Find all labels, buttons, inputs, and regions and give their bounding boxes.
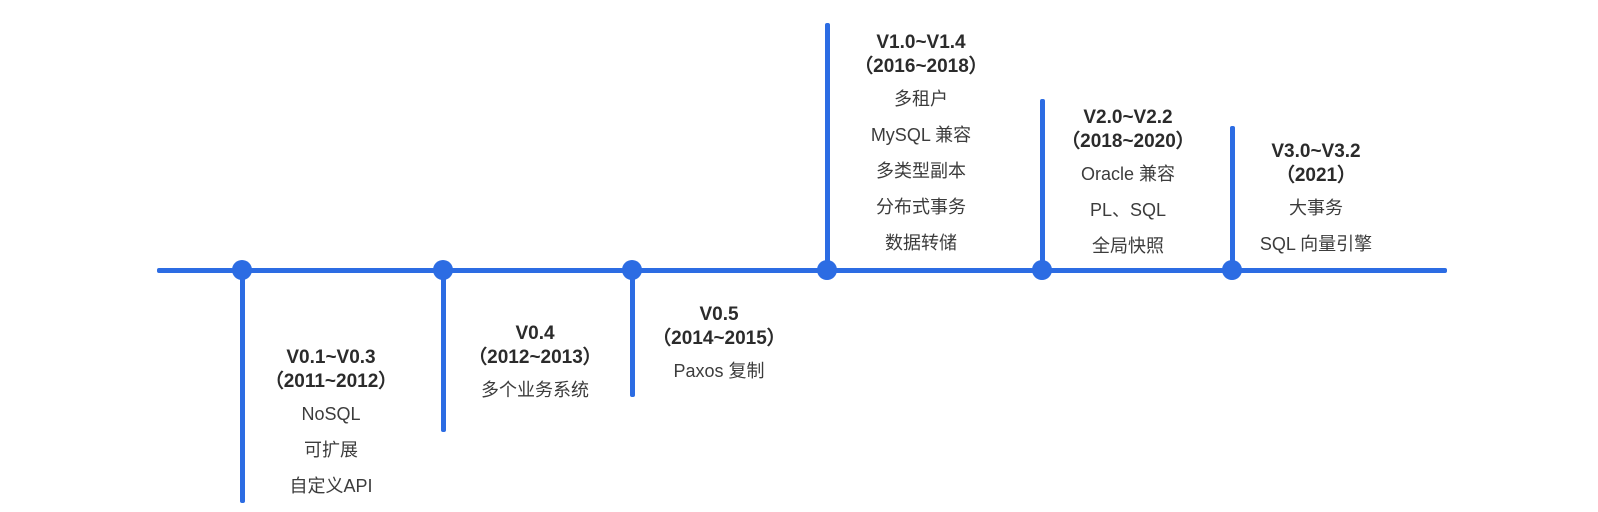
entry-feature: Oracle 兼容 (1080, 164, 1176, 184)
entry-years: （2011~2012） (264, 371, 398, 392)
timeline-node-dot (817, 260, 837, 280)
timeline-stem (1040, 99, 1045, 270)
timeline-entry-v0.4: V0.4 （2012~2013） 多个业务系统 (415, 322, 655, 408)
timeline-stem (825, 23, 830, 270)
timeline-node-dot (1222, 260, 1242, 280)
entry-feature: 大事务 (1289, 198, 1343, 218)
timeline-stem (630, 270, 635, 397)
entry-years: （2018~2020） (1061, 131, 1195, 152)
entry-feature: 多类型副本 (876, 161, 966, 181)
entry-feature: PL、SQL (1089, 200, 1167, 220)
entry-feature: 可扩展 (304, 440, 358, 460)
timeline-entry-v3.0-v3.2: V3.0~V3.2 （2021） 大事务 SQL 向量引擎 (1196, 140, 1436, 262)
entry-feature: 多个业务系统 (481, 380, 589, 400)
entry-years: （2016~2018） (854, 56, 988, 77)
entry-feature: 数据转储 (885, 233, 957, 253)
entry-version: V0.5 (699, 304, 739, 325)
timeline-entry-v2.0-v2.2: V2.0~V2.2 （2018~2020） Oracle 兼容 PL、SQL 全… (1008, 106, 1248, 264)
entry-feature: SQL 向量引擎 (1259, 234, 1373, 254)
timeline-entry-v1.0-v1.4: V1.0~V1.4 （2016~2018） 多租户 MySQL 兼容 多类型副本… (801, 31, 1041, 261)
entry-years: （2014~2015） (652, 328, 786, 349)
entry-feature: 分布式事务 (876, 197, 966, 217)
timeline-node-dot (433, 260, 453, 280)
entry-feature: Paxos 复制 (673, 361, 765, 381)
entry-version: V0.1~V0.3 (286, 347, 376, 368)
entry-feature: 全局快照 (1092, 236, 1164, 256)
timeline-node-dot (622, 260, 642, 280)
timeline-axis (157, 268, 1447, 273)
entry-feature: MySQL 兼容 (870, 125, 972, 145)
timeline-entry-v0.1-v0.3: V0.1~V0.3 （2011~2012） NoSQL 可扩展 自定义API (211, 346, 451, 504)
entry-feature: 多租户 (894, 89, 948, 109)
timeline-entry-v0.5: V0.5 （2014~2015） Paxos 复制 (599, 303, 839, 389)
entry-version: V0.4 (515, 323, 555, 344)
entry-feature: NoSQL (301, 404, 361, 424)
timeline-stem (240, 270, 245, 503)
entry-feature: 自定义API (289, 476, 373, 496)
entry-version: V2.0~V2.2 (1083, 107, 1173, 128)
timeline-node-dot (1032, 260, 1052, 280)
entry-version: V1.0~V1.4 (876, 32, 966, 53)
entry-years: （2012~2013） (468, 347, 602, 368)
timeline-stem (441, 270, 446, 432)
timeline-node-dot (232, 260, 252, 280)
timeline-stem (1230, 126, 1235, 270)
entry-version: V3.0~V3.2 (1271, 141, 1361, 162)
entry-years: （2021） (1275, 165, 1357, 186)
